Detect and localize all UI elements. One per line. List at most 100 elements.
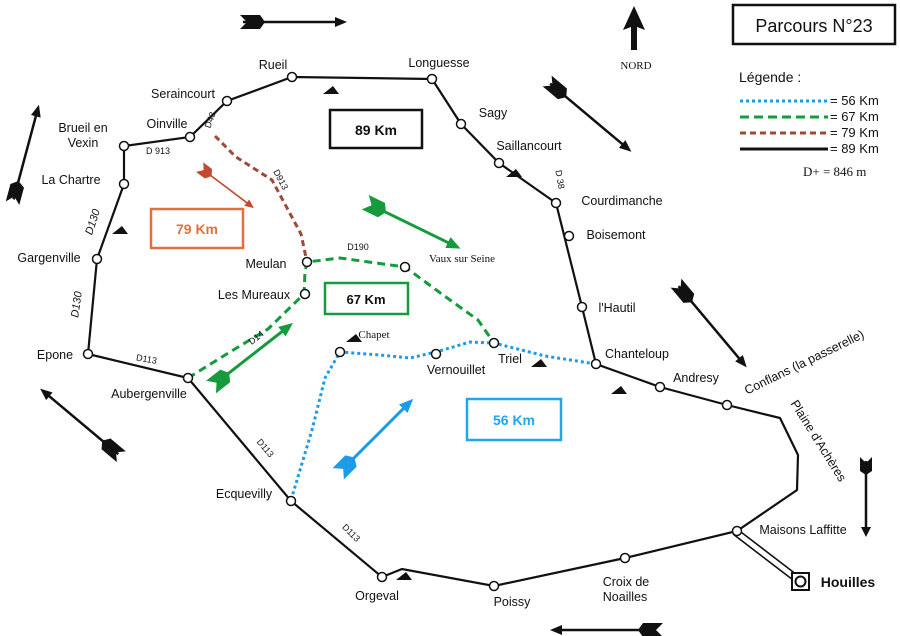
waypoint-chapet (334, 346, 346, 358)
waypoint-vaux (399, 261, 411, 273)
waypoint-chanteloup (590, 358, 602, 370)
distance-label-56km: 56 Km (493, 412, 535, 428)
waypoint-les-mureaux (299, 288, 311, 300)
place-label-gargenville: Gargenville (17, 251, 80, 265)
place-label-chapet: Chapet (358, 329, 389, 341)
houilles-connector (732, 528, 802, 584)
place-label-aubergenville: Aubergenville (111, 387, 187, 401)
waypoint-brueil (118, 140, 130, 152)
waypoint-rueil (286, 71, 298, 83)
place-labels: Rueil Longuesse Seraincourt Sagy Oinvill… (17, 56, 875, 609)
place-label-courdimanche: Courdimanche (581, 194, 662, 208)
place-label-rueil: Rueil (259, 58, 288, 72)
climb-marker (531, 359, 547, 367)
waypoint-maisons-laffitte (731, 525, 743, 537)
place-label-oinville: Oinville (147, 117, 188, 131)
place-label-orgeval: Orgeval (355, 589, 399, 603)
north-arrow-icon (623, 6, 645, 50)
climb-marker (323, 86, 339, 94)
place-label-croix-line1: Croix de (603, 575, 650, 589)
distance-box-56km (465, 397, 563, 442)
legend-item-56km: = 56 Km (830, 93, 879, 108)
legend-elevation: D+ = 846 m (803, 164, 866, 179)
waypoint-aubergenville (182, 372, 194, 384)
waypoint-la-chartre (118, 178, 130, 190)
distance-box-67km (323, 281, 410, 316)
road-label-d913-top: D 913 (146, 146, 170, 156)
road-label-d130-upper: D130 (83, 207, 103, 237)
distance-box-79km (149, 207, 245, 250)
road-label-d913-diag: D913 (271, 168, 290, 192)
waypoint-oinville (184, 131, 196, 143)
decorative-arrows (5, 15, 872, 636)
arrow-icon (860, 457, 872, 537)
place-label-vaux: Vaux sur Seine (429, 253, 495, 265)
road-label-d113-low: D113 (340, 522, 362, 544)
route-89km (86, 75, 800, 588)
waypoint-longuesse (426, 73, 438, 85)
legend-item-89km: = 89 Km (830, 141, 879, 156)
place-label-la-chartre: La Chartre (41, 173, 100, 187)
waypoint-ecquevilly (285, 495, 297, 507)
place-label-chanteloup: Chanteloup (605, 347, 669, 361)
place-label-les-mureaux: Les Mureaux (218, 288, 291, 302)
place-label-andresy: Andresy (673, 371, 720, 385)
direction-markers (112, 86, 627, 580)
road-label-d113-mid: D113 (255, 437, 276, 459)
road-label-d14: D14 (247, 329, 266, 347)
road-label-d113-left: D113 (135, 352, 157, 365)
arrow-icon (670, 278, 747, 368)
arrow-67km-icon (361, 195, 461, 249)
place-label-maisons-laffitte: Maisons Laffitte (759, 523, 846, 537)
place-label-vernouillet: Vernouillet (427, 363, 486, 377)
road-labels: D43 D 913 D913 D130 D130 D190 D14 D113 D… (69, 111, 566, 544)
place-label-houilles: Houilles (821, 574, 876, 590)
place-label-seraincourt: Seraincourt (151, 87, 215, 101)
place-label-hautil: l'Hautil (598, 301, 635, 315)
distance-label-79km: 79 Km (176, 221, 218, 237)
place-label-poissy: Poissy (494, 595, 532, 609)
place-label-saillancourt: Saillancourt (496, 139, 562, 153)
road-label-d190: D190 (347, 242, 369, 252)
waypoint-conflans (721, 399, 733, 411)
place-label-brueil-line2: Vexin (68, 136, 99, 150)
waypoint-seraincourt (221, 95, 233, 107)
climb-marker (506, 169, 522, 177)
road-label-d130-lower: D130 (69, 290, 85, 319)
climb-marker (396, 572, 412, 580)
place-label-croix-line2: Noailles (603, 590, 647, 604)
arrow-icon (542, 75, 632, 152)
place-label-conflans: Conflans (la passerelle) (742, 327, 866, 397)
route-79km (213, 134, 309, 263)
waypoint-croix-de-noailles (619, 552, 631, 564)
route-56km (289, 340, 597, 501)
waypoint-saillancourt (493, 157, 505, 169)
title-box (731, 3, 897, 46)
place-label-longuesse: Longuesse (408, 56, 469, 70)
climb-marker (611, 386, 627, 394)
waypoint-gargenville (91, 253, 103, 265)
waypoint-boisemont (563, 230, 575, 242)
road-label-d38: D 38 (553, 169, 566, 189)
waypoint-andresy (654, 381, 666, 393)
waypoint-epone (82, 348, 94, 360)
page-title: Parcours N°23 (755, 16, 872, 36)
place-label-ecquevilly: Ecquevilly (216, 487, 273, 501)
road-label-d43: D43 (203, 111, 218, 130)
arrow-79km-icon (196, 162, 254, 209)
arrow-icon (5, 104, 41, 206)
legend-item-79km: = 79 Km (830, 125, 879, 140)
arrow-icon (40, 388, 126, 463)
legend-heading: Légende : (739, 69, 801, 85)
start-marker-houilles (791, 572, 810, 591)
waypoint-sagy (455, 118, 467, 130)
route-67km (187, 256, 496, 380)
waypoint-hautil (576, 301, 588, 313)
arrow-icon (240, 15, 347, 29)
place-label-brueil-line1: Brueil en (58, 121, 107, 135)
waypoint-triel (488, 337, 500, 349)
place-label-triel: Triel (498, 352, 522, 366)
waypoints (82, 71, 743, 592)
legend: Légende : = 56 Km = 67 Km = 79 Km = 89 K… (739, 69, 879, 179)
